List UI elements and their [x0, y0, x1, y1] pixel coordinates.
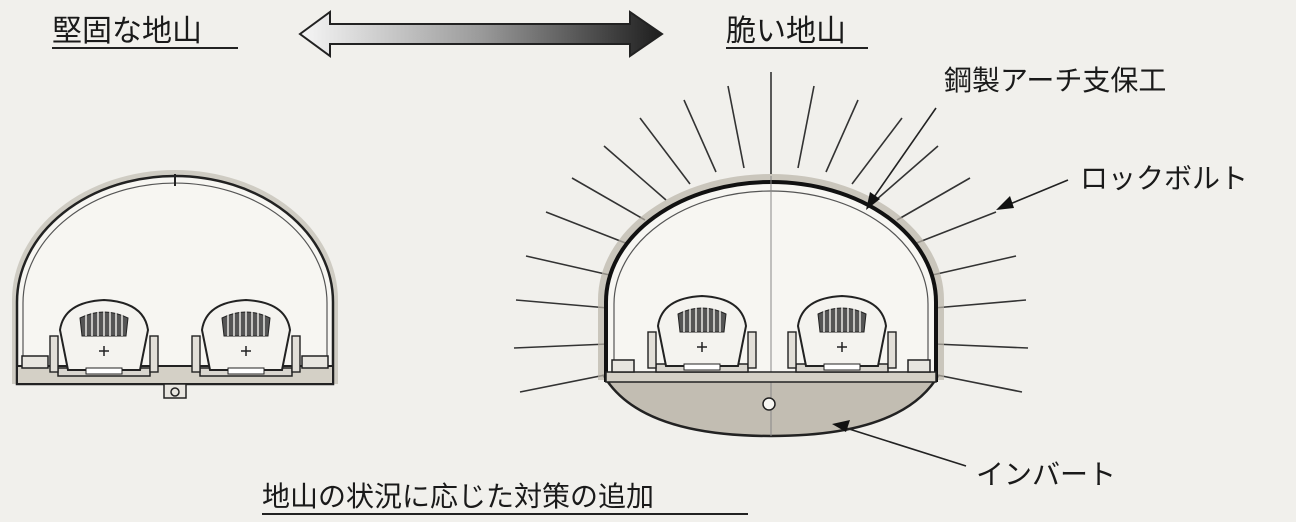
double-arrow-icon — [298, 10, 664, 58]
rock-bolt-leader — [1009, 179, 1069, 205]
left-tunnel — [12, 170, 338, 399]
invert-leader — [845, 427, 967, 467]
steel-arch-leader — [871, 107, 937, 201]
rock-bolt-arrowhead-icon — [996, 196, 1014, 210]
invert-arrowhead-icon — [832, 420, 850, 432]
fragile-ground-label: 脆い地山 — [726, 14, 846, 49]
rock-bolt-label: ロックボルト — [1080, 162, 1248, 195]
steel-arch-arrowhead-icon — [866, 192, 880, 210]
caption: 地山の状況に応じた対策の追加 — [262, 480, 654, 513]
solid-ground-label: 堅固な地山 — [52, 14, 202, 49]
invert-label: インバート — [976, 458, 1116, 491]
rock-bolts — [513, 72, 1029, 393]
right-tunnel — [513, 72, 1029, 438]
steel-arch-label: 鋼製アーチ支保工 — [944, 64, 1166, 97]
